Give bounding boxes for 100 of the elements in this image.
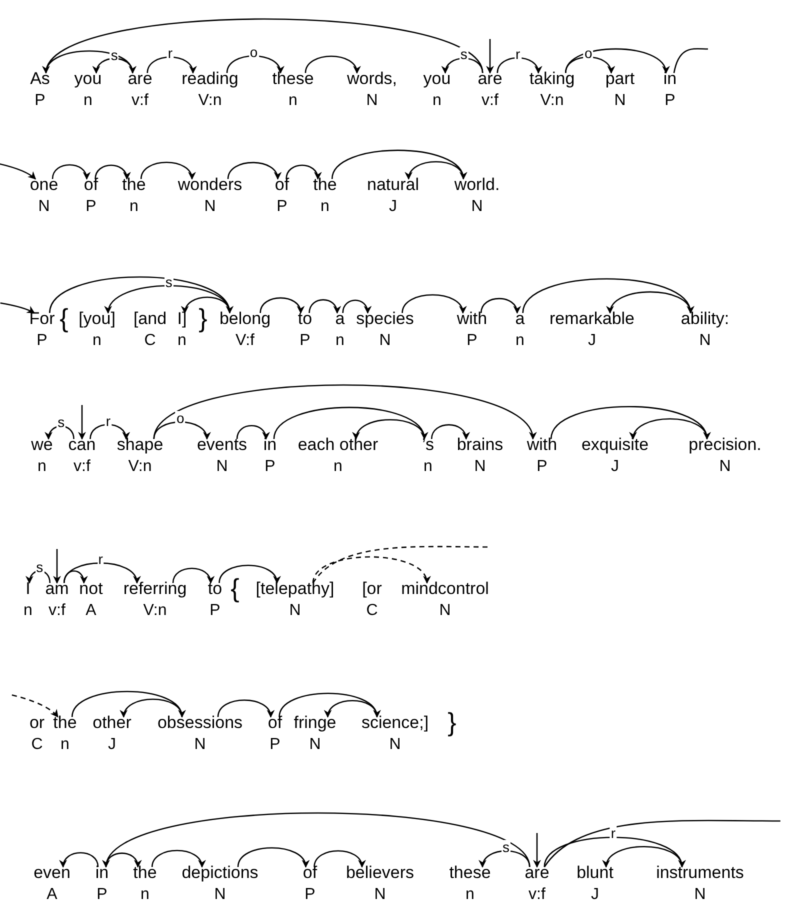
- word: For: [29, 310, 55, 328]
- dependency-arrow: [630, 418, 708, 440]
- word: world.: [454, 176, 500, 194]
- word-class-tag: J: [591, 886, 599, 904]
- dependency-arrow: [564, 56, 614, 74]
- word-class-tag: V:n: [128, 458, 152, 476]
- word: natural: [367, 176, 419, 194]
- dependency-arrow: [304, 56, 360, 74]
- dependency-arrow: [151, 850, 205, 868]
- word-class-tag: P: [264, 458, 276, 476]
- dependency-arrow: [604, 846, 683, 868]
- word-class-tag: V:n: [143, 602, 167, 620]
- word: [telepathy]: [256, 580, 334, 598]
- word-class-tag: N: [204, 198, 216, 216]
- dependency-arrow: [49, 276, 232, 314]
- word-class-tag: J: [611, 458, 619, 476]
- dependency-arrow: [218, 564, 280, 584]
- word: [and: [133, 310, 167, 328]
- word-class-tag: N: [379, 332, 391, 350]
- dependency-arrow: [63, 562, 140, 584]
- word-class-tag: n: [130, 198, 138, 216]
- word: we: [31, 436, 53, 454]
- word: events: [196, 436, 248, 454]
- word-class-tag: N: [309, 736, 321, 754]
- word-class-tag: P: [276, 198, 288, 216]
- word-class-tag: N: [374, 886, 386, 904]
- dependency-arrow: [406, 161, 464, 180]
- edge-label: o: [176, 411, 186, 426]
- word: I: [26, 580, 30, 598]
- word: of: [302, 864, 318, 882]
- word: in: [95, 864, 109, 882]
- word-class-tag: C: [31, 736, 43, 754]
- word: can: [68, 436, 96, 454]
- dependency-arrow: [153, 421, 210, 440]
- word-class-tag: n: [178, 332, 186, 350]
- dependency-arrow: [308, 299, 340, 314]
- word-class-tag: n: [336, 332, 344, 350]
- word-class-tag: n: [84, 92, 92, 110]
- word-class-tag: P: [96, 886, 108, 904]
- word: belong: [219, 310, 271, 328]
- word: fringe: [294, 714, 336, 732]
- word: one: [30, 176, 58, 194]
- word-class-tag: N: [194, 736, 206, 754]
- word: are: [478, 70, 502, 88]
- dependency-arrow: [544, 836, 684, 868]
- word-class-tag: P: [300, 332, 310, 350]
- brace: }: [198, 305, 208, 331]
- word-class-tag: P: [86, 198, 96, 216]
- dependency-arrow: [354, 419, 426, 440]
- word-class-tag: N: [389, 736, 401, 754]
- brace: }: [448, 709, 456, 735]
- word: brains: [456, 436, 504, 454]
- dependency-arrow: [63, 570, 88, 584]
- dependency-arrow: [226, 55, 284, 74]
- word-class-tag: C: [366, 602, 378, 620]
- word-class-tag: V:n: [540, 92, 564, 110]
- word-class-tag: N: [439, 602, 451, 620]
- word: As: [30, 70, 50, 88]
- edge-label: s: [502, 840, 511, 854]
- word-class-tag: P: [664, 92, 676, 110]
- word: in: [263, 436, 277, 454]
- dependency-arrow: [608, 291, 692, 314]
- dependency-arrow: [273, 406, 426, 440]
- word-class-tag: n: [140, 886, 150, 904]
- word: [or: [362, 580, 382, 598]
- dependency-arrow: [93, 58, 134, 74]
- word: wonders: [178, 176, 242, 194]
- word-class-tag: N: [214, 886, 226, 904]
- brace: {: [60, 305, 68, 331]
- word-class-tag: n: [24, 602, 32, 620]
- word-class-tag: n: [424, 458, 432, 476]
- word: each other: [298, 436, 378, 454]
- dependency-arrow: [442, 58, 484, 74]
- dependency-arrow: [496, 57, 542, 74]
- word: are: [128, 70, 152, 88]
- word-class-tag: n: [288, 92, 298, 110]
- word: species: [356, 310, 414, 328]
- word-class-tag: n: [432, 92, 442, 110]
- root-arrow: [78, 405, 86, 440]
- dependency-arrow: [140, 162, 195, 180]
- word-class-tag: P: [210, 602, 220, 620]
- word: in: [663, 70, 677, 88]
- word: the: [313, 176, 337, 194]
- word: with: [526, 436, 558, 454]
- word-class-tag: N: [471, 198, 483, 216]
- word-class-tag: A: [86, 602, 96, 620]
- dependency-arrow: [286, 164, 321, 180]
- word-class-tag: n: [92, 332, 102, 350]
- dependency-arrow: [105, 812, 530, 868]
- dependency-arrow: [121, 698, 183, 718]
- word: a: [515, 310, 525, 328]
- word-class-tag: J: [588, 332, 596, 350]
- word-class-tag: v:f: [132, 92, 148, 110]
- dependency-arrow: [106, 285, 230, 314]
- root-arrow: [533, 833, 541, 868]
- dependency-arrow: [0, 162, 36, 180]
- word: or: [29, 714, 45, 732]
- word: taking: [529, 70, 575, 88]
- root-arrow: [486, 39, 494, 74]
- dependency-arrow: [45, 18, 484, 74]
